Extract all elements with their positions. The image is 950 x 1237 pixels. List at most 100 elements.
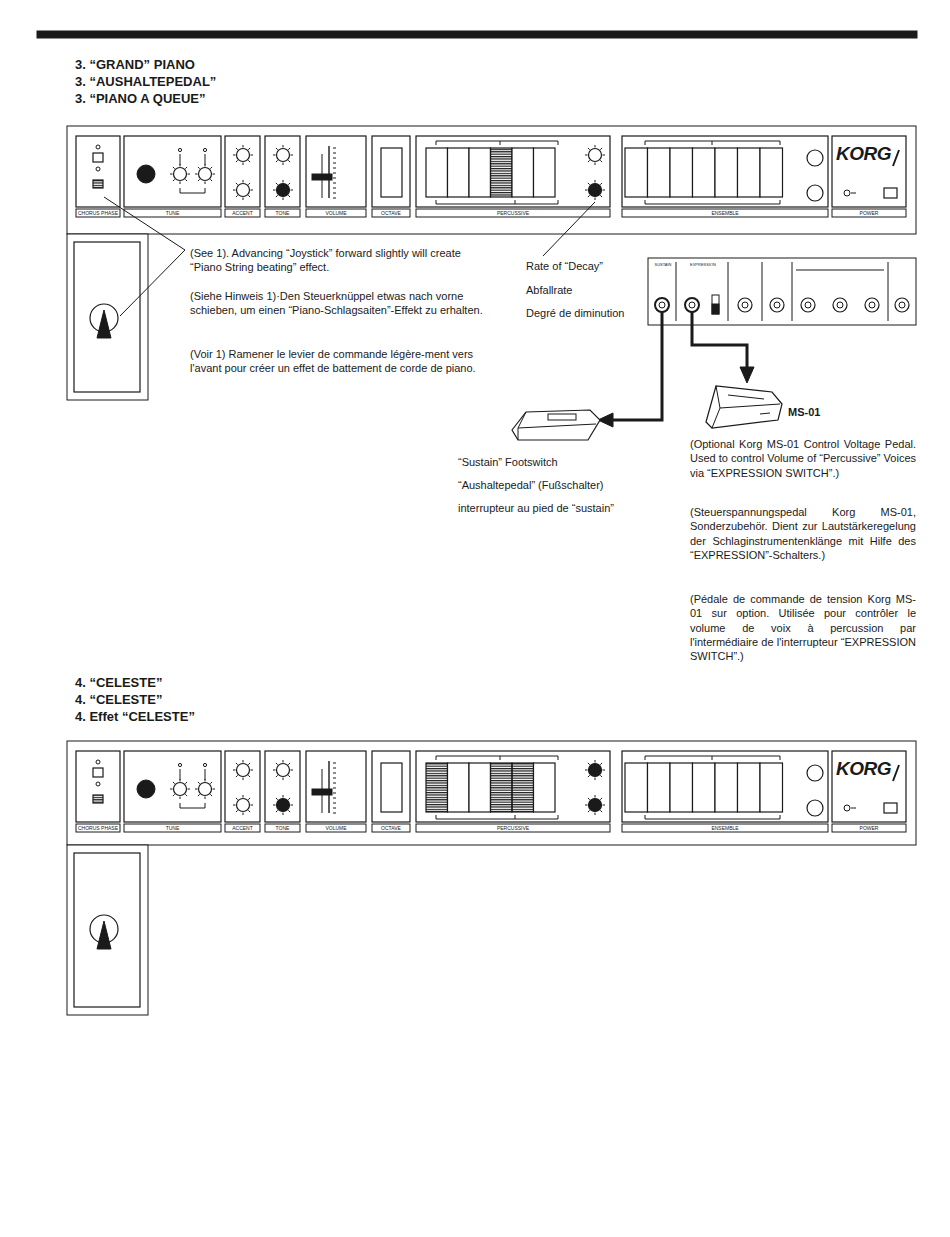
knob-tick — [288, 775, 290, 777]
knob-tick — [588, 195, 590, 197]
volume-slider — [312, 174, 332, 180]
power-switch — [884, 803, 897, 813]
tune-dot — [203, 763, 206, 766]
label-strip — [124, 209, 221, 217]
jack-hole — [774, 302, 780, 308]
knob-tick — [276, 195, 278, 197]
knob-tick — [198, 794, 200, 796]
switch-button — [93, 795, 103, 803]
joystick-plate — [74, 853, 140, 1007]
panel-label: OCTAVE — [372, 824, 410, 832]
label-strip — [416, 209, 610, 217]
leader-line — [104, 197, 185, 250]
knob-tick — [248, 763, 250, 765]
knob-tick — [603, 770, 606, 771]
panel-frame — [67, 741, 916, 845]
knob-tick — [588, 810, 590, 812]
volume-tick — [333, 798, 336, 799]
jack-divider — [888, 262, 889, 321]
knob-tick — [173, 179, 175, 181]
knob-tick — [588, 775, 590, 777]
knob-tick — [291, 770, 294, 771]
knob-tick — [288, 183, 290, 185]
knob-tick — [595, 813, 596, 816]
panel-section — [225, 136, 260, 207]
caption-text: (Optional Korg MS-01 Control Voltage Ped… — [690, 437, 916, 480]
panel-section — [306, 751, 366, 822]
label-strip — [225, 209, 260, 217]
caption-text: Rate of “Decay” — [526, 259, 666, 273]
volume-tick — [333, 148, 336, 149]
knob-tick — [233, 770, 236, 771]
knob-tick — [205, 182, 206, 185]
panel-section — [225, 751, 260, 822]
knob-tick — [276, 148, 278, 150]
voice-tab — [469, 763, 491, 812]
panel-label: SUSTAIN — [650, 262, 676, 268]
panel-section — [416, 136, 610, 207]
panel-label: ACCENT — [225, 209, 260, 217]
knob-tick — [170, 789, 173, 790]
knob-tick — [236, 148, 238, 150]
knob-tick — [276, 160, 278, 162]
knob — [277, 184, 290, 197]
knob-tick — [600, 798, 602, 800]
brand-logo: KORG — [836, 757, 896, 782]
knob-tick — [595, 760, 596, 763]
knob-tick — [276, 810, 278, 812]
knob-tick — [210, 179, 212, 181]
caption-text: Abfallrate — [526, 283, 666, 297]
knob-tick — [180, 779, 181, 782]
knob-tick — [173, 782, 175, 784]
section-heading: 3. “AUSHALTEPEDAL” — [75, 74, 475, 91]
panel-section — [832, 751, 906, 822]
panel-label: VOLUME — [306, 824, 366, 832]
knob-tick — [236, 195, 238, 197]
label-strip — [76, 209, 120, 217]
jack — [770, 298, 784, 312]
knob-tick — [273, 805, 276, 806]
knob-tick — [283, 198, 284, 201]
tab-bracket — [436, 815, 558, 819]
panel-label: VOLUME — [306, 209, 366, 217]
knob-tick — [248, 183, 250, 185]
knob-tick — [213, 789, 216, 790]
caption-text: (Pédale de commande de tension Korg MS-0… — [690, 592, 916, 663]
knob-tick — [283, 145, 284, 148]
panel-section — [306, 136, 366, 207]
volume-tick — [333, 813, 336, 814]
knob-tick — [248, 160, 250, 162]
panel-label: ENSEMBLE — [622, 824, 828, 832]
label-strip — [265, 824, 300, 832]
volume-tick — [333, 808, 336, 809]
knob-tick — [585, 155, 588, 156]
volume-tick — [333, 198, 336, 199]
knob-tick — [603, 190, 606, 191]
volume-track — [328, 146, 329, 198]
voice-tab — [648, 148, 671, 197]
panel-label: PERCUSSIVE — [416, 209, 610, 217]
knob-tick — [236, 160, 238, 162]
jack-panel — [648, 258, 916, 325]
joystick-frame — [67, 845, 148, 1015]
jack-bracket — [796, 270, 884, 271]
jack-divider — [792, 262, 793, 321]
knob-tick — [185, 782, 187, 784]
voice-tab — [670, 148, 693, 197]
voice-tab — [715, 763, 738, 812]
panel-section — [265, 751, 300, 822]
knob-tick — [180, 164, 181, 167]
panel-label: CHORUS PHASE — [76, 209, 120, 217]
knob-tick — [600, 195, 602, 197]
power-mark — [851, 808, 856, 809]
knob-tick — [243, 813, 244, 816]
sustain-cable — [612, 312, 662, 420]
panel-section — [76, 751, 120, 822]
top-rule — [37, 31, 917, 38]
ms01-detail — [728, 395, 770, 414]
knob-tick — [288, 798, 290, 800]
voice-tab — [738, 148, 761, 197]
knob-tick — [185, 794, 187, 796]
ensemble-knob — [807, 150, 823, 166]
led — [96, 167, 100, 171]
